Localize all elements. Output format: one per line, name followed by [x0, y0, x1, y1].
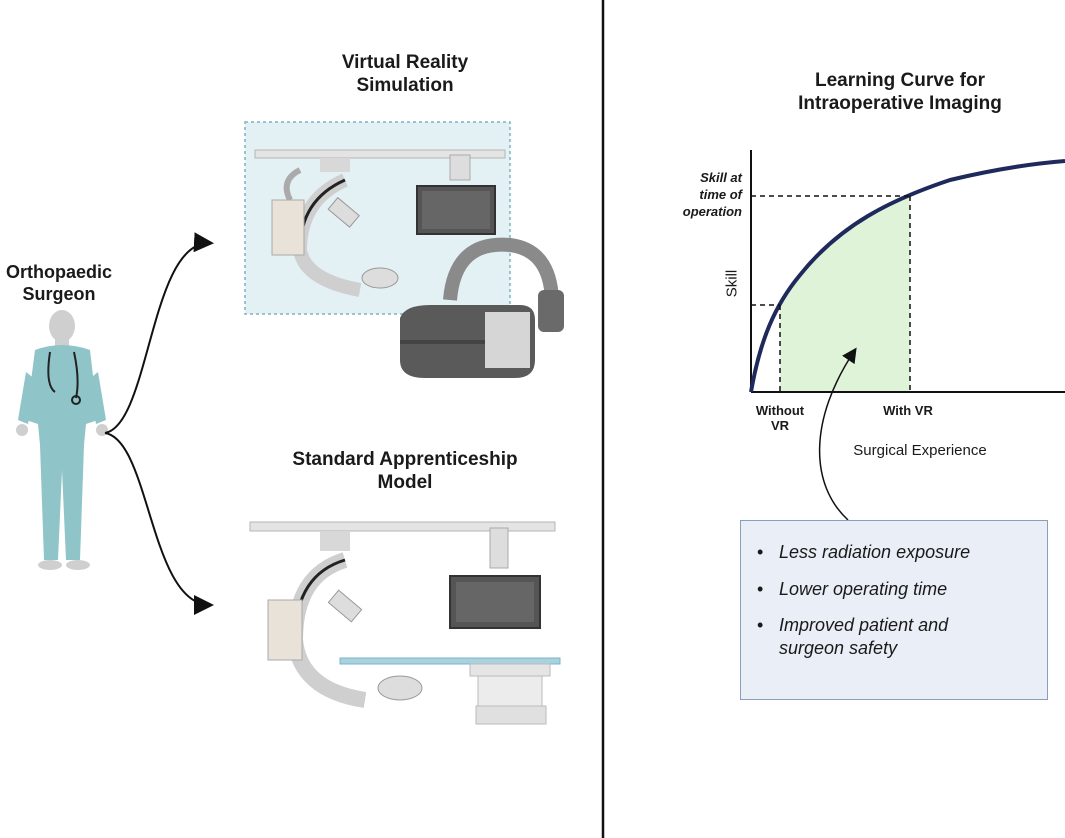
vr-simulation-title: Virtual Reality Simulation [341, 52, 469, 96]
without-vr-label: Without VR [755, 403, 805, 433]
learning-curve-chart [749, 150, 1065, 521]
benefit-item: Lower operating time [757, 578, 1009, 601]
benefits-list: Less radiation exposure Lower operating … [741, 521, 1047, 659]
shaded-area [780, 195, 910, 392]
vr-headset-illustration [400, 237, 564, 378]
with-vr-label: With VR [883, 403, 933, 418]
benefit-item: Less radiation exposure [757, 541, 1009, 564]
benefits-box: Less radiation exposure Lower operating … [740, 520, 1048, 700]
arrow-to-standard [104, 432, 214, 615]
y-axis-label: Skill [723, 269, 741, 298]
benefit-arrow [818, 347, 857, 521]
surgeon-label: Orthopaedic Surgeon [5, 262, 112, 304]
benefit-item: Improved patient and surgeon safety [757, 614, 1009, 659]
arrow-to-vr [104, 232, 214, 434]
c-arm-vr-illustration [254, 149, 506, 297]
learning-curve [749, 159, 1065, 393]
surgeon-figure [16, 310, 108, 570]
skill-at-operation-label: Skill at time of operation [682, 170, 742, 219]
standard-model-title: Standard Apprenticeship Model [292, 449, 518, 493]
learning-curve-title: Learning Curve for Intraoperative Imagin… [798, 70, 1002, 114]
x-axis-label: Surgical Experience [853, 442, 987, 459]
c-arm-standard-illustration [249, 521, 561, 725]
